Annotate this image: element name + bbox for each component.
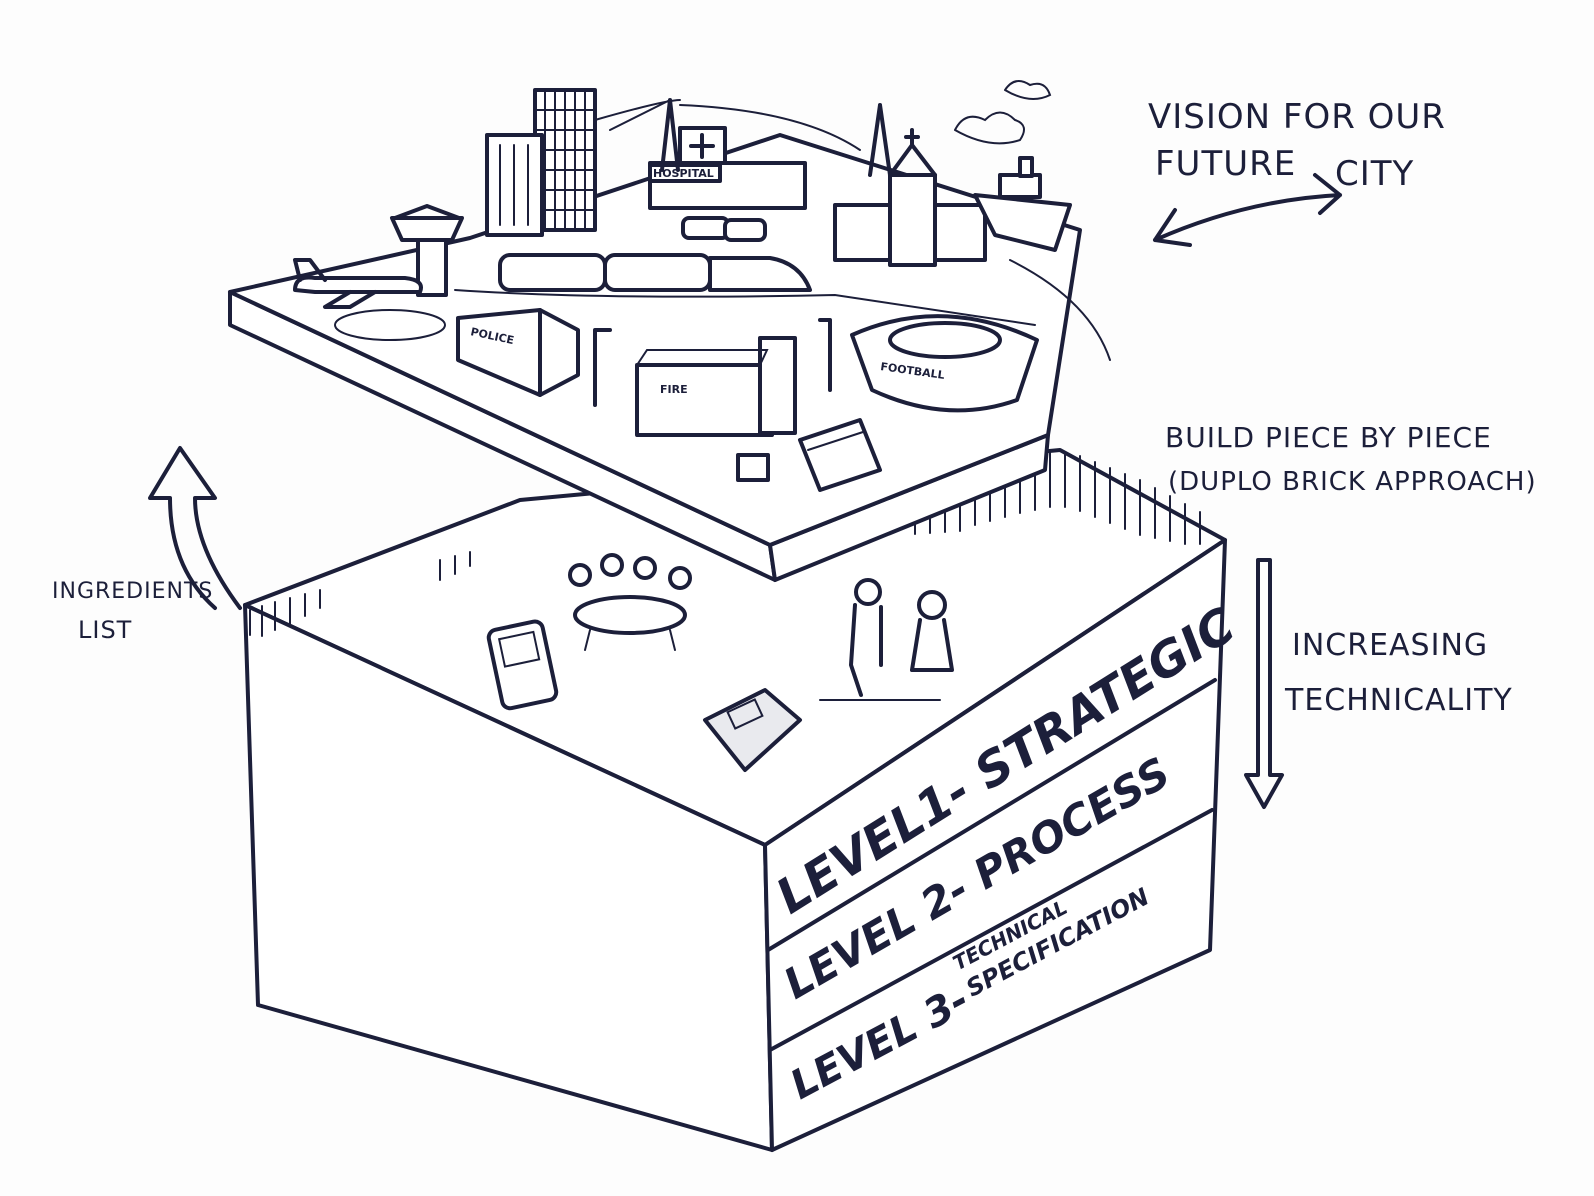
technicality-text-2: TECHNICALITY [1284, 683, 1513, 718]
road-curve [1009, 259, 1111, 361]
control-tower-icon [390, 204, 464, 297]
clouds [954, 80, 1052, 145]
hospital-label: HOSPITAL [653, 167, 714, 180]
vision-text-2: FUTURE [1155, 144, 1296, 184]
mobile-phone-icon [486, 619, 559, 711]
fire-label: FIRE [660, 383, 688, 396]
city-lid: HOSPITAL [228, 80, 1111, 582]
payment-terminal-icon [703, 688, 802, 772]
up-arrow-icon [148, 446, 242, 610]
bus-icon [798, 418, 882, 492]
ingredients-text-1: INGREDIENTS [52, 579, 213, 604]
airplane-icon [293, 258, 423, 309]
level-divider-2 [768, 808, 1214, 1052]
ingredients-box: LEVEL1- STRATEGIC LEVEL 2- PROCESS LEVEL… [243, 448, 1245, 1152]
police-building: POLICE [456, 308, 580, 397]
city-drawing: HOSPITAL [293, 80, 1111, 492]
vision-text-3: CITY [1335, 154, 1414, 194]
level-divider-1 [766, 678, 1217, 952]
roundabout [334, 309, 446, 341]
church-building [833, 128, 987, 267]
pylons [660, 98, 892, 177]
build-text-2: (DUPLO BRICK APPROACH) [1168, 467, 1537, 497]
hospital-building: HOSPITAL [648, 126, 807, 210]
technicality-text-1: INCREASING [1292, 628, 1488, 663]
people-figures-icon [819, 578, 954, 701]
train-icon [454, 253, 1036, 326]
street-lamps [593, 318, 832, 407]
double-arrow-icon [1153, 173, 1342, 247]
build-text-1: BUILD PIECE BY PIECE [1165, 421, 1492, 454]
fire-station-building: FIRE [635, 336, 797, 437]
football-stadium: FOOTBALL [850, 314, 1039, 413]
bus-stop-icon [736, 453, 770, 482]
ship-icon [973, 156, 1072, 252]
down-arrow-icon [1244, 558, 1284, 809]
power-lines [594, 99, 861, 151]
ingredients-text-2: LIST [78, 616, 132, 644]
meeting-table-icon [568, 553, 692, 651]
vision-text-1: VISION FOR OUR [1148, 97, 1446, 137]
cars-icon [681, 216, 767, 242]
